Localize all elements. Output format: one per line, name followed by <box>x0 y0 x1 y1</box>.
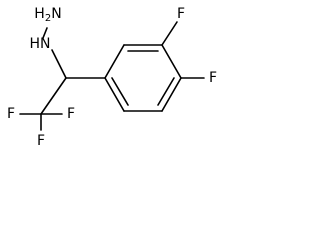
atom-labels: H2N HN F F F F F <box>7 6 217 149</box>
ring-bond-6-inner <box>111 77 129 106</box>
atom-label-f-top: F <box>177 6 185 22</box>
atom-label-nh: HN <box>29 36 50 52</box>
bonds <box>19 21 205 131</box>
atom-label-cf3-f-left: F <box>7 106 15 122</box>
ring-bond-4 <box>161 77 182 112</box>
ring-bond-4-inner <box>157 77 175 106</box>
bond-ch-ccf3 <box>40 77 67 115</box>
ring-bond-6 <box>104 77 125 112</box>
bond-c3-f <box>161 21 178 46</box>
bond-n-n <box>42 27 48 39</box>
atom-label-f-right: F <box>209 70 217 86</box>
ring-bond-3 <box>161 44 182 79</box>
ring-bond-1 <box>104 44 125 79</box>
atom-label-cf3-f-down: F <box>37 133 45 149</box>
atom-label-nh2: H2N <box>34 6 61 24</box>
atom-label-cf3-f-right: F <box>67 106 75 122</box>
bond-nh-ch <box>51 49 67 79</box>
structure-diagram: H2N HN F F F F F <box>7 6 217 149</box>
